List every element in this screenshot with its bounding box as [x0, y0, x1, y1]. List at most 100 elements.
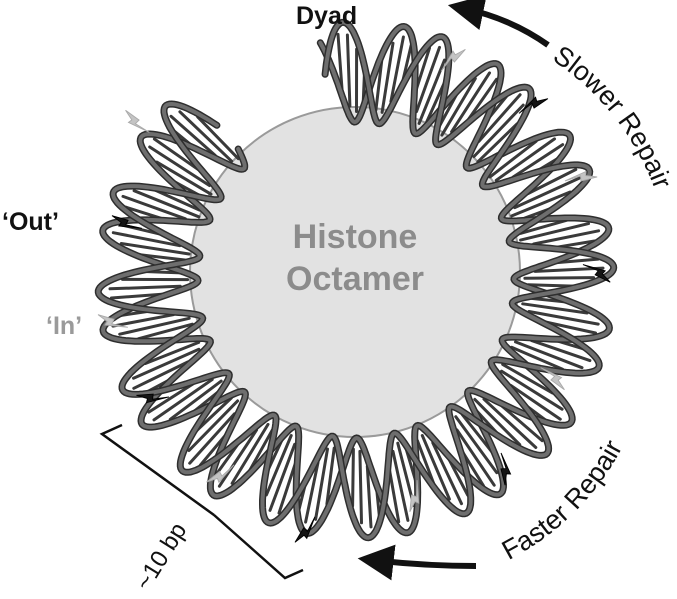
base-pair [108, 284, 182, 291]
base-pair [420, 434, 451, 501]
base-pair [155, 160, 213, 196]
dna-double-helix [94, 18, 618, 542]
damage-bolt-icon-light [409, 480, 420, 513]
faster-repair-arrow [357, 544, 477, 581]
base-pair [147, 382, 195, 414]
base-pair [511, 143, 565, 179]
base-pair [526, 283, 575, 288]
base-pair [336, 32, 344, 91]
base-pair [514, 340, 584, 370]
damage-bolt-icon-dark [500, 452, 512, 486]
base-pair [365, 464, 373, 529]
base-pair [188, 412, 236, 465]
base-pair [544, 320, 597, 335]
base-pair [455, 428, 496, 487]
base-pair [248, 428, 274, 472]
base-pair [482, 397, 538, 449]
base-pair [509, 383, 562, 421]
base-pair [501, 362, 554, 395]
base-pair [277, 462, 297, 515]
base-pair [268, 442, 297, 512]
in-label: ‘In’ [46, 312, 82, 340]
core-label-line1: Histone [293, 218, 418, 256]
base-pair [121, 194, 187, 221]
base-pair [500, 404, 544, 443]
base-pair [476, 122, 519, 164]
base-pair [187, 399, 240, 452]
damage-bolt-icon-dark [582, 264, 611, 283]
base-pair [153, 188, 202, 212]
base-pair [488, 139, 538, 179]
dyad-label: Dyad [296, 2, 357, 30]
base-pair [450, 71, 491, 134]
base-pair [391, 449, 410, 522]
damage-bolt-icon-light [440, 48, 466, 72]
base-pair [532, 229, 601, 246]
base-pair [494, 137, 556, 182]
base-pair [513, 176, 581, 210]
damage-bolt-icon-dark [518, 96, 549, 114]
base-pair [500, 369, 564, 411]
base-pair [472, 103, 525, 158]
base-pair [152, 378, 214, 422]
slower-repair-label: Slower Repair [548, 40, 677, 193]
dna-strand-a [96, 20, 616, 540]
base-pair [217, 428, 258, 488]
base-pair [169, 114, 217, 157]
dna-strand-b [100, 24, 612, 536]
base-pair [119, 242, 191, 256]
damage-bolt-icon-light [125, 109, 150, 133]
base-pair [526, 168, 578, 196]
base-pair [304, 461, 320, 524]
damage-bolt-icon-light [97, 314, 128, 328]
base-pair [521, 302, 589, 315]
base-pair [425, 80, 446, 124]
damage-bolt-icon-dark [136, 393, 169, 404]
base-pair [460, 413, 494, 454]
base-pair [138, 253, 187, 262]
base-pair [388, 469, 401, 524]
base-pair [510, 345, 565, 371]
base-pair [132, 347, 201, 380]
base-pair [111, 231, 182, 248]
base-pair [314, 447, 329, 521]
base-pair [415, 45, 441, 114]
base-pair [466, 77, 498, 122]
base-pair [454, 415, 499, 475]
bp-bracket [99, 423, 304, 580]
base-pair [519, 222, 590, 242]
base-pair [325, 446, 336, 506]
damage-bolt-icon-light [206, 464, 235, 484]
base-pair [132, 360, 190, 390]
base-pair [374, 59, 384, 112]
base-pair [345, 33, 352, 108]
base-pair [137, 322, 194, 341]
out-label: ‘Out’ [2, 208, 59, 236]
base-pair [118, 316, 191, 336]
base-pair [132, 189, 201, 219]
base-pair [530, 339, 592, 363]
base-pair [533, 266, 605, 273]
faster-repair-label: Faster Repair [497, 435, 628, 565]
core-label-line2: Octamer [286, 260, 424, 298]
damage-bolt-icon-dark [111, 215, 142, 229]
base-pair [415, 439, 436, 486]
damage-bolt-icon-dark [294, 516, 316, 543]
base-pair [519, 218, 569, 235]
base-pair [523, 276, 596, 280]
base-pair [510, 190, 572, 218]
base-pair [264, 434, 293, 497]
base-pair [440, 77, 477, 137]
base-pair [196, 115, 240, 161]
base-pair [178, 110, 234, 163]
base-pair [143, 340, 201, 365]
base-pair [554, 257, 600, 265]
base-pair [417, 58, 446, 125]
base-pair [358, 449, 363, 525]
damage-bolt-icon-light [564, 170, 598, 182]
base-pair [168, 379, 223, 421]
base-pair [389, 35, 405, 103]
base-pair [527, 310, 600, 326]
uv-damage-markers [97, 48, 611, 543]
